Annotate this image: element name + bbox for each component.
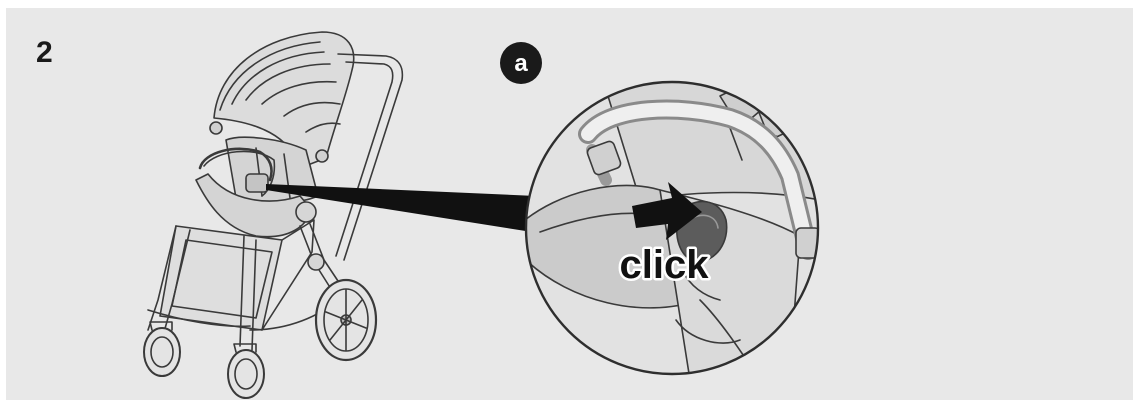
stroller-side-hub (295, 201, 317, 223)
stroller-footrest (159, 219, 315, 331)
detail-badge-letter: a (514, 50, 528, 77)
detail-magnifier: click (524, 80, 820, 376)
stroller-canopy (209, 31, 355, 169)
magnifier-rim (524, 80, 820, 376)
insert-arrow (632, 182, 702, 240)
stroller-drawing (143, 31, 404, 399)
step-number: 2 (36, 36, 53, 69)
stroller-wheel-rear (314, 278, 378, 362)
click-label: click (620, 243, 710, 287)
stroller-handle-frame (335, 53, 404, 261)
stroller-wheel-front-left (143, 321, 181, 377)
detail-badge: a (500, 42, 542, 84)
callout-beam (266, 184, 536, 232)
stroller-bumper-bar (198, 147, 273, 193)
stroller-wheel-front-right (227, 343, 265, 399)
